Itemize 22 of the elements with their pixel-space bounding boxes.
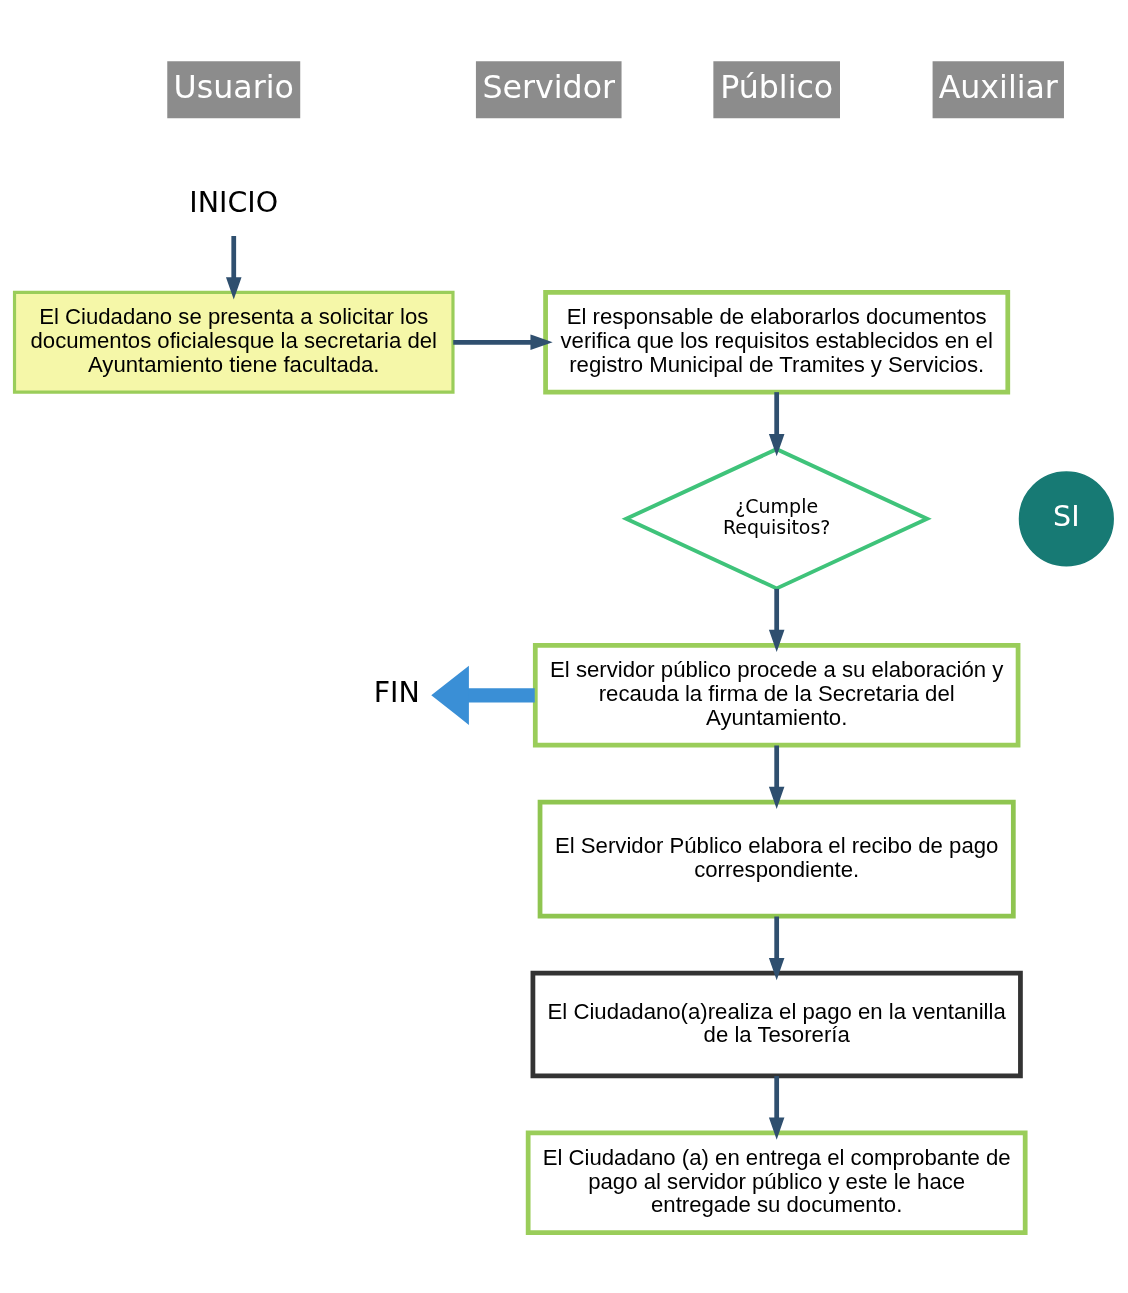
arrow	[431, 665, 535, 725]
node-box: El Ciudadano(a)realiza el pago en la ventanilla de la Tesorería	[530, 970, 1023, 1078]
node-circle: SI	[1018, 470, 1114, 566]
arrow	[768, 745, 785, 809]
label: Auxiliar	[938, 68, 1058, 105]
node-box: El Ciudadano (a) en entrega el comprobante de pago al servidor público y este le hace entregade su documento.	[525, 1130, 1028, 1235]
node-box: El Ciudadano se presenta a solicitar los documentos oficialesque la secretaria del Ayuntamiento tiene facultada.	[12, 290, 455, 394]
arrow	[768, 1075, 785, 1140]
arrow	[453, 334, 553, 350]
arrow	[225, 235, 242, 299]
node-diamond: ¿Cumple Requisitos?	[621, 446, 932, 591]
arrow	[768, 916, 785, 980]
node-box: El responsable de elaborarlos documentos verifica que los requisitos establecidos en el registro Municipal de Tramites y Servicios.	[543, 289, 1011, 395]
arrow	[768, 588, 785, 652]
label: Usuario	[173, 68, 294, 105]
label: Servidor	[482, 68, 616, 105]
node-text: INICIO	[189, 185, 279, 219]
node-box: El Servidor Público elabora el recibo de pago correspondiente.	[537, 799, 1016, 918]
node-text: FIN	[373, 675, 420, 709]
label: Público	[720, 68, 834, 105]
node-box: El servidor público procede a su elaboración y recauda la firma de la Secretaria del Ayuntamiento.	[532, 642, 1021, 747]
arrow	[768, 391, 785, 456]
